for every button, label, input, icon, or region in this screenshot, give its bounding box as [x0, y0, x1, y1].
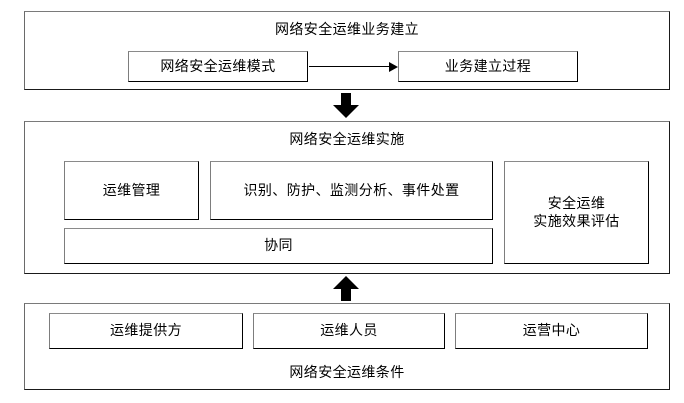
node-ops-management-box[interactable]	[64, 161, 199, 220]
node-identify-protect-monitor-respond-label: 识别、防护、监测分析、事件处置	[243, 181, 460, 198]
node-establishment-process-label: 业务建立过程	[444, 57, 532, 74]
node-collaboration-box[interactable]	[64, 228, 493, 264]
section-title-business-establishment: 网络安全运维业务建立	[275, 21, 419, 37]
node-ops-mode-label: 网络安全运维模式	[160, 57, 276, 74]
node-establishment-process-box[interactable]	[398, 51, 578, 82]
node-ops-mode-box[interactable]	[128, 51, 308, 82]
node-operations-center-box[interactable]	[455, 313, 648, 349]
section-title-implementation: 网络安全运维实施	[289, 131, 405, 147]
node-ops-provider-label: 运维提供方	[110, 322, 182, 339]
node-ops-management-label: 运维管理	[102, 181, 161, 198]
section-title-conditions: 网络安全运维条件	[289, 364, 405, 380]
node-ops-personnel-label: 运维人员	[320, 322, 378, 339]
node-ops-provider-box[interactable]	[49, 313, 243, 349]
node-collaboration-label: 协同	[264, 237, 293, 254]
node-operations-center-label: 运营中心	[522, 322, 581, 339]
node-effect-evaluation-label: 安全运维 实施效果评估	[533, 194, 620, 229]
node-identify-protect-monitor-respond-box[interactable]	[210, 161, 493, 220]
node-ops-personnel-box[interactable]	[253, 313, 445, 349]
block-arrow-down-icon	[332, 93, 360, 119]
node-effect-evaluation-box[interactable]	[504, 161, 649, 264]
mode-to-process-arrow-head	[389, 62, 398, 72]
block-arrow-up-icon	[332, 276, 360, 302]
mode-to-process-arrow-line	[309, 66, 389, 67]
